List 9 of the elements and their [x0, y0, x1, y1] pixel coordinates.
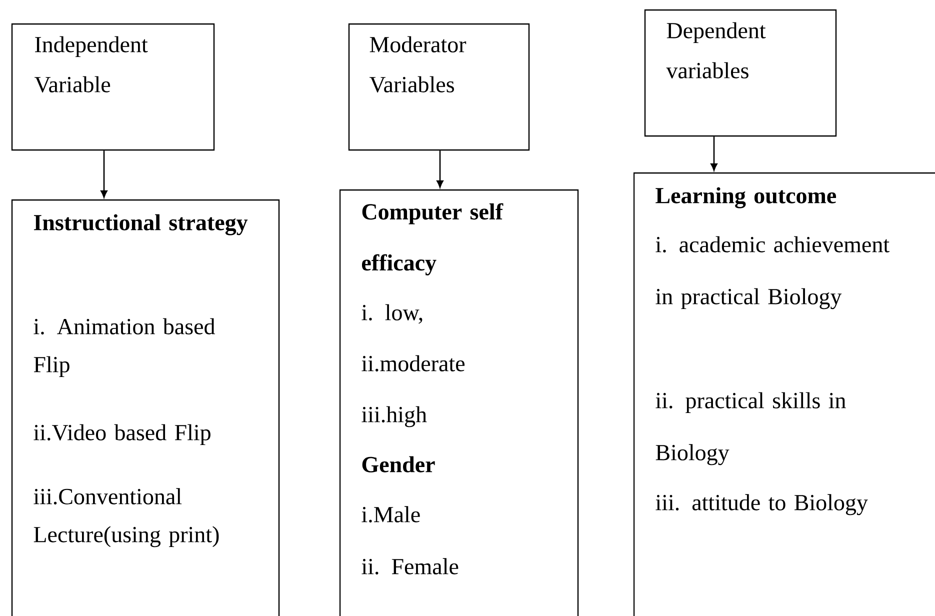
heading-box: Moderator Variables — [348, 23, 530, 151]
variable-list-box: Learning outcome i. academic achievement in practical Biology ii. practical skills in Biology iii. attitude to Biology — [633, 172, 935, 616]
heading-box: Independent Variable — [11, 23, 215, 151]
variable-list-box: Computer self efficacy i. low, ii.moderate iii.high Gender i.Male ii. Female — [339, 189, 579, 616]
arrow — [436, 150, 444, 188]
arrow — [100, 150, 108, 198]
arrow — [710, 136, 718, 171]
heading-box: Dependent variables — [644, 9, 837, 137]
variable-list-box: Instructional strategy i. Animation based Flip ii.Video based Flip iii.Conventional Lecture(using print) — [11, 199, 280, 616]
